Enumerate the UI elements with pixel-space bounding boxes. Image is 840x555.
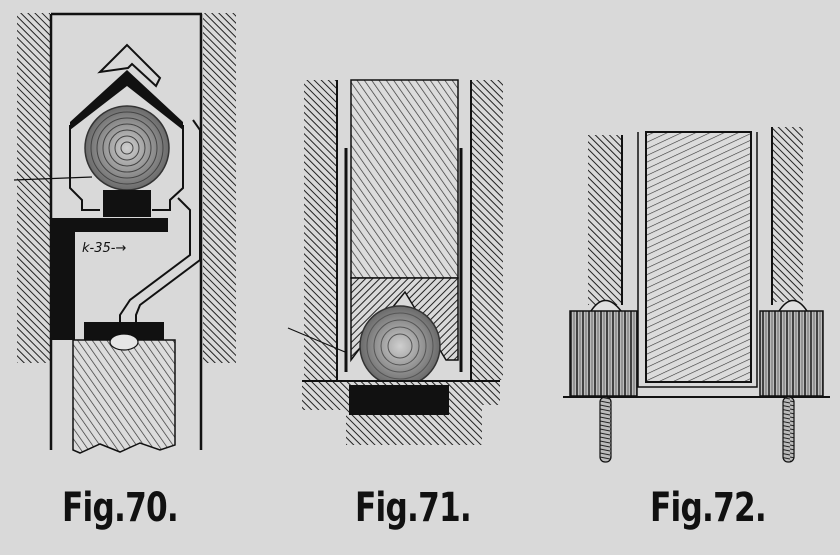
- right-wall-hatching: [203, 13, 236, 363]
- figure-71-drawing: [287, 79, 503, 445]
- figure-caption-71: Fig.71.: [355, 485, 472, 531]
- figure-70-drawing: [13, 12, 236, 454]
- spring-coil: [84, 105, 170, 191]
- dimension-annotation: k-35-→: [82, 241, 127, 256]
- figure-72-drawing: [563, 127, 830, 463]
- figure-caption-70: Fig.70.: [62, 485, 179, 531]
- figure-caption-72: Fig.72.: [650, 485, 767, 531]
- ribbed-cap-left: [569, 310, 638, 397]
- left-wall-hatching: [17, 13, 50, 363]
- ribbed-cap-right: [759, 310, 824, 397]
- wood-block: [72, 339, 176, 454]
